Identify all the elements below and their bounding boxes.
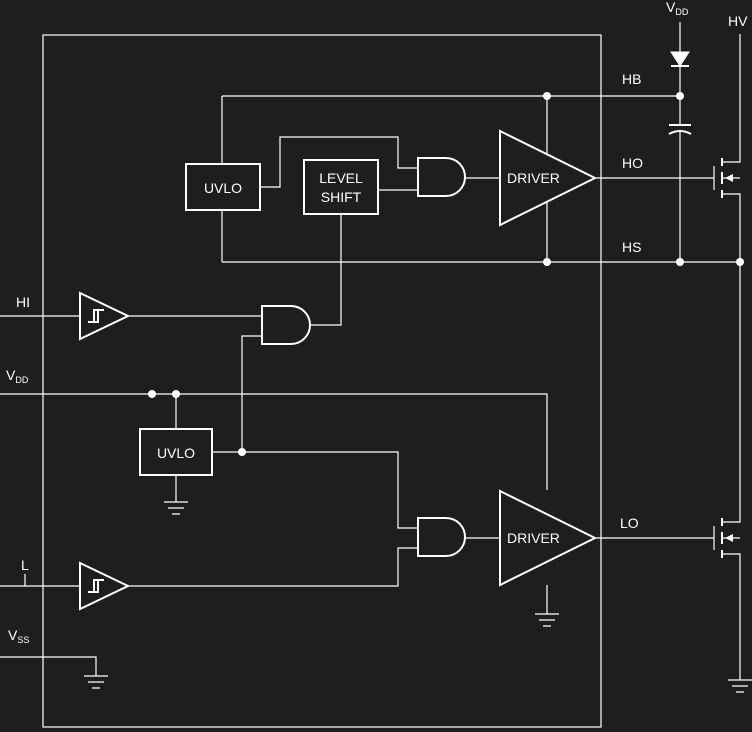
and-gate-low [417, 517, 466, 557]
level-shift-block [303, 159, 379, 215]
vss-label: VSS [8, 627, 29, 645]
bootstrap-diode-icon [670, 51, 690, 67]
ic-boundary [42, 34, 602, 728]
vdd-left-node-dot-1 [148, 390, 156, 398]
hb-pin-label: HB [622, 71, 641, 87]
low-fet-ground-icon [728, 679, 752, 693]
vss-ground-icon [84, 675, 108, 689]
driver-low-ground-icon [535, 613, 559, 627]
and-gate-high [417, 157, 466, 197]
uvlo-high-output-wire [260, 136, 418, 188]
hi-pin-label: HI [16, 294, 30, 310]
driver-high-block [499, 129, 598, 227]
li-buffer-output-wire [128, 547, 418, 587]
uvlo-low-output-dot [238, 448, 246, 456]
driver-high-label: DRIVER [507, 170, 560, 186]
uvlo-low-output-wire [212, 451, 418, 529]
vss-wire [0, 656, 97, 676]
low-side-mosfet-icon [713, 518, 741, 680]
uvlo-high-block [185, 163, 261, 211]
hv-label: HV [728, 13, 748, 29]
li-buffer-block [79, 561, 131, 611]
uvlo-low-label: UVLO [157, 445, 195, 461]
li-pin-label: L [21, 557, 29, 573]
high-side-mosfet-icon [713, 158, 741, 262]
hb-node-dot [543, 92, 551, 100]
and-gate-hi-enable-wire [241, 335, 262, 452]
lo-pin-label: LO [620, 515, 639, 531]
level-shift-label-line1: LEVEL [319, 170, 363, 186]
vdd-left-label: VDD [6, 367, 29, 385]
driver-low-label: DRIVER [507, 530, 560, 546]
ho-pin-label: HO [622, 155, 643, 171]
hs-cap-node-dot [676, 258, 684, 266]
uvlo-high-label: UVLO [204, 180, 242, 196]
li-schmitt-icon [88, 579, 104, 593]
uvlo-low-ground-icon [164, 501, 188, 515]
vdd-top-label: VDD [666, 0, 689, 17]
hs-node-dot [543, 258, 551, 266]
driver-low-block [499, 489, 598, 587]
level-shift-label-line2: SHIFT [321, 189, 362, 205]
and-gate-hi [261, 305, 311, 345]
hs-pin-label: HS [622, 239, 641, 255]
and-gate-hi-output-wire [310, 214, 342, 326]
hi-buffer-block [79, 291, 131, 341]
hi-schmitt-icon [88, 309, 104, 323]
vdd-left-rail [0, 393, 548, 490]
